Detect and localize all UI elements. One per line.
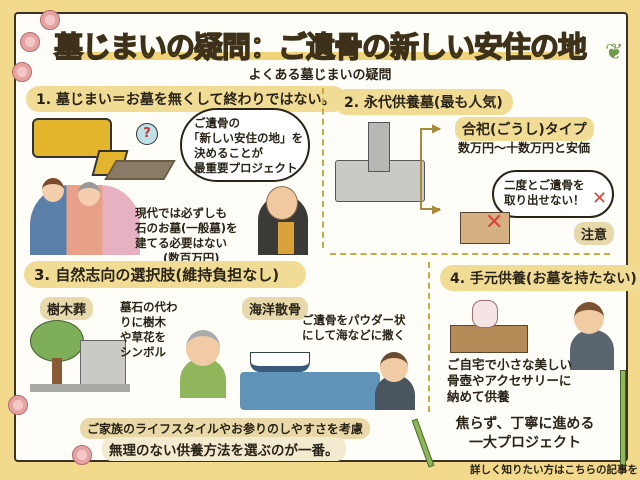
sea-illustration [240,372,380,410]
note-line: 現代では必ずしも [135,206,227,220]
cross-icon: ✕ [485,210,504,235]
bubble-line: 「新しい安住の地」を [188,131,303,145]
cross-icon: ✕ [592,188,608,209]
cabinet-illustration [450,325,528,353]
question-icon: ? [136,123,158,145]
leaf-icon: ❦ [605,40,624,65]
section1-heading: 1. 墓じまい＝お墓を無くして終わりではない。 [26,86,346,112]
sakura-icon [20,32,40,52]
monk-face [266,186,298,220]
bamboo-icon [620,370,626,470]
tree-line: 墓石の代わ [120,300,178,314]
sea-scattering-label: 海洋散骨 [242,297,309,320]
section4-description: ご自宅で小さな美しい 骨壺やアクセサリーに 納めて供養 [447,357,572,405]
note-line: 建てる必要はない [135,236,227,250]
divider [322,88,324,248]
gōshi-type-label: 合祀(ごうし)タイプ [455,117,594,141]
advice-line-1: ご家族のライフスタイルやお参りのしやすさを考慮 [80,418,370,439]
divider [330,253,610,255]
caution-badge: 注意 [574,222,615,245]
tree-line: シンボル [120,345,166,359]
tree-trunk [52,358,62,386]
father-face [42,178,64,202]
closing-line: 一大プロジェクト [469,435,581,451]
tree-line: りに樹木 [120,315,166,329]
section4-heading: 4. 手元供養(お墓を持たない) [440,265,640,291]
section2-heading: 2. 永代供養墓(最も人気) [334,89,513,115]
sea-description: ご遺骨をパウダー状 にして海などに撒く [302,313,406,343]
sakura-icon [72,445,92,465]
grandmother-face [78,182,100,206]
bubble-line: 決めることが [194,146,263,160]
monk-kesa [278,222,294,254]
warning-bubble: 二度とご遺骨を 取り出せない！ [492,170,614,218]
grave-base [30,384,130,392]
sea-line: ご遺骨をパウダー状 [302,313,406,327]
woman-face [574,302,604,334]
tree-illustration [30,320,84,362]
elderly-man-face [186,330,220,366]
section4-line: 納めて供養 [447,389,510,404]
bubble-line: ご遺骨の [194,116,240,130]
note-text: 現代では必ずしも 石のお墓(一般墓)を 建てる必要はない (数百万円) [135,206,238,266]
page-subtitle: よくある墓じまいの疑問 [248,68,392,83]
page-title: 墓じまいの疑問：ご遺骨の新しい安住の地 [53,29,587,64]
gravestone [368,122,390,172]
speech-bubble: ご遺骨の 「新しい安住の地」を 決めることが 最重要プロジェクト [180,108,310,182]
section4-line: 骨壺やアクセサリーに [447,373,572,388]
tree-burial-label: 樹木葬 [40,297,94,320]
bubble-line: 最重要プロジェクト [194,161,298,175]
divider [428,262,430,412]
advice-line-2: 無理のない供養方法を選ぶのが一番。 [102,437,346,461]
article-link[interactable]: 詳しく知りたい方はこちらの記事を [470,464,638,476]
urn-illustration [472,300,498,328]
arrow-icon: ▶ [432,121,442,135]
box-illustration [460,212,510,244]
sakura-icon [40,10,60,30]
small-gravestone [80,340,126,386]
note-line: 石のお墓(一般墓)を [135,221,238,235]
title-highlight [60,52,580,60]
tree-description: 墓石の代わ りに樹木 や草花を シンボル [120,300,178,360]
price-text: 数万円〜十数万円と安価 [458,141,591,155]
empty-grave-pit [104,160,176,180]
section4-line: ご自宅で小さな美しい [447,357,573,372]
woman-illustration [570,330,614,370]
closing-message: 焦らず、丁寧に進める 一大プロジェクト [450,415,600,453]
sea-line: にして海などに撒く [302,328,406,342]
sakura-icon [12,62,32,82]
arrow-icon: ▶ [432,202,442,216]
warning-line: 取り出せない！ [504,193,585,207]
closing-line: 焦らず、丁寧に進める [455,416,595,432]
tree-line: や草花を [120,330,166,344]
ship-illustration [250,352,310,372]
mourner-face [380,352,408,382]
warning-line: 二度とご遺骨を [504,178,585,192]
section3-heading: 3. 自然志向の選択肢(維持負担なし) [24,261,306,288]
sakura-icon [8,395,28,415]
branch-arrow [420,128,440,210]
